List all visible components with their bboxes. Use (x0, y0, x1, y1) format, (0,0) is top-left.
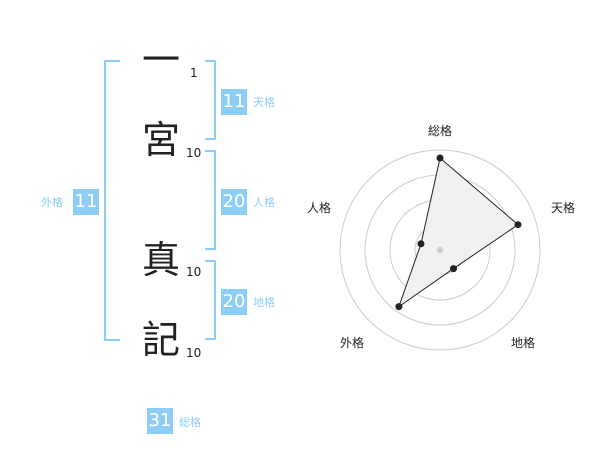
tenkaku-label: 天格 (253, 96, 275, 109)
radar-axis-label-soukaku: 総格 (428, 124, 453, 138)
gaikaku-bracket (104, 60, 120, 341)
radar-point (450, 265, 457, 273)
tenkaku-bracket (205, 60, 216, 140)
tenkaku-badge: 11 (221, 89, 247, 115)
gaikaku-badge: 11 (73, 189, 99, 215)
chikaku-badge: 20 (221, 289, 247, 315)
gaikaku-label: 外格 (41, 196, 63, 209)
name-char-1: 一 (141, 38, 180, 82)
radar-point (417, 240, 425, 248)
radar-center-dot (437, 247, 443, 253)
jinkaku-bracket (205, 150, 216, 250)
jinkaku-badge: 20 (221, 189, 247, 215)
radar-axis-label-jinkaku: 人格 (307, 201, 332, 215)
name-char-3: 真 (141, 238, 180, 282)
radar-point (436, 154, 444, 162)
chikaku-bracket (205, 260, 216, 340)
radar-axis-label-chikaku: 地格 (511, 336, 536, 350)
jinkaku-label: 人格 (253, 196, 275, 209)
name-char-4: 記 (141, 318, 180, 362)
radar-series-polygon (397, 157, 519, 308)
radar-axis-label-tenkaku: 天格 (551, 201, 576, 215)
radar-axis-label-gaikaku: 外格 (340, 336, 365, 350)
stroke-count-2: 10 (186, 146, 202, 160)
stroke-count-1: 1 (190, 66, 198, 80)
radar-grid-ring (339, 149, 541, 351)
stroke-count-4: 10 (186, 346, 202, 360)
stroke-count-3: 10 (186, 265, 202, 279)
soukaku-label: 総格 (179, 416, 201, 429)
soukaku-badge: 31 (147, 408, 173, 434)
chikaku-label: 地格 (253, 296, 275, 309)
name-char-2: 宮 (141, 118, 180, 162)
radar-point (514, 221, 522, 229)
radar-point (395, 303, 403, 311)
